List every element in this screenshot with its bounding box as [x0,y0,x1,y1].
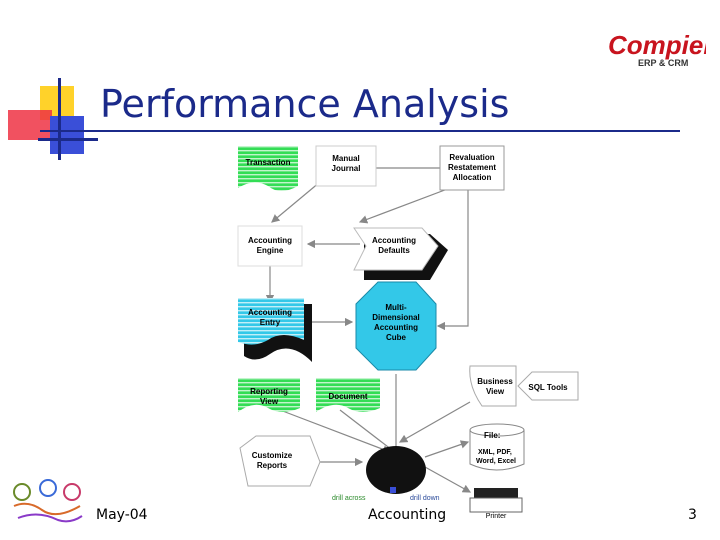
slide-title: Performance Analysis [100,82,510,126]
drill-down-label: drill down [410,495,440,502]
reporting-view-line2: View [260,397,279,406]
business-view-line2: View [486,387,505,396]
cube-line1: Multi- [385,303,407,312]
accounting-defaults-node: Accounting Defaults [353,227,448,280]
transaction-node: Transaction [238,146,298,191]
logo-tagline: ERP & CRM [638,58,688,68]
revaluation-line3: Allocation [453,173,492,182]
customize-reports-line2: Reports [257,461,288,470]
printer-label: Printer [486,513,507,520]
file-types-line2: Word, Excel [476,458,516,465]
accounting-entry-line1: Accounting [248,308,292,317]
accounting-cube-node: Multi- Dimensional Accounting Cube [355,281,437,371]
sql-tools-label: SQL Tools [528,383,568,392]
customize-reports-line1: Customize [252,451,293,460]
business-view-line1: Business [477,377,513,386]
decorative-clipart [13,479,83,523]
revaluation-node: Revaluation Restatement Allocation [439,145,505,191]
revaluation-line2: Restatement [448,163,496,172]
corner-decoration [8,78,98,160]
manual-journal-line2: Journal [332,164,361,173]
sql-tools-node: SQL Tools [517,371,579,401]
accounting-engine-node: Accounting Engine [237,225,303,267]
revaluation-line1: Revaluation [449,153,494,162]
logo-brand: Compiere [608,30,706,60]
footer-date: May-04 [96,507,148,523]
file-types-line1: XML, PDF, [478,449,512,456]
title-rule [40,130,680,132]
compiere-logo: Compiere ERP & CRM [608,30,706,68]
transaction-label: Transaction [246,158,291,167]
output-blob: drill across drill down [332,446,440,502]
accounting-defaults-line1: Accounting [372,236,416,245]
cube-line3: Accounting [374,323,418,332]
accounting-entry-node: Accounting Entry [238,298,312,362]
accounting-engine-line2: Engine [257,246,284,255]
accounting-entry-line2: Entry [260,318,281,327]
manual-journal-line1: Manual [332,154,360,163]
page-number: 3 [688,507,697,523]
accounting-defaults-line2: Defaults [378,246,410,255]
document-node: Document [316,378,380,412]
reporting-view-node: Reporting View [238,378,300,412]
drill-across-label: drill across [332,495,366,502]
file-node: File: XML, PDF, Word, Excel [469,423,525,471]
document-label: Document [328,392,367,401]
footer-topic: Accounting [368,507,447,523]
customize-reports-node: Customize Reports [239,435,321,487]
reporting-view-line1: Reporting [250,387,288,396]
accounting-engine-line1: Accounting [248,236,292,245]
printer-node: Printer [469,488,523,520]
file-label: File: [484,431,500,440]
accounting-flow-diagram: Transaction Manual Journal Revaluation R… [237,145,579,520]
cube-line2: Dimensional [372,313,420,322]
manual-journal-node: Manual Journal [315,145,377,187]
cube-line4: Cube [386,333,407,342]
business-view-node: Business View [469,365,517,407]
